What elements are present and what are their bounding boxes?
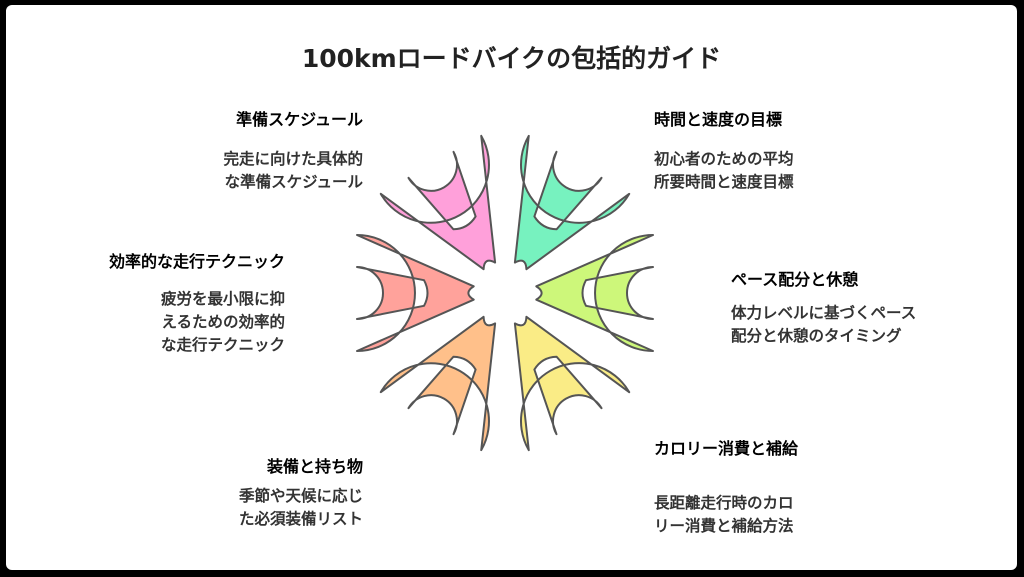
label-calorie-desc: 長距離走行時のカロ リー消費と補給方法 bbox=[654, 492, 794, 538]
label-goal-title: 時間と速度の目標 bbox=[654, 110, 783, 129]
page-title: 100kmロードバイクの包括的ガイド bbox=[301, 44, 722, 73]
calorie-desc-line-1: 長距離走行時のカロ bbox=[654, 494, 794, 512]
gear-desc-line-1: 季節や天候に応じ bbox=[238, 487, 363, 505]
label-pace-desc: 体力レベルに基づくペース 配分と休憩のタイミング bbox=[731, 302, 916, 348]
label-gear-desc: 季節や天候に応じ た必須装備リスト bbox=[239, 485, 363, 531]
diagram-card: 100kmロードバイクの包括的ガイド 準備スケジュール 完走に向けた具体的 な準… bbox=[6, 5, 1017, 570]
label-technique-desc: 疲労を最小限に抑 えるための効率的 な走行テクニック bbox=[161, 288, 285, 357]
prep-desc-line-1: 完走に向けた具体的 bbox=[223, 150, 363, 168]
pace-desc-line-1: 体力レベルに基づくペース bbox=[731, 304, 917, 322]
loop-goal bbox=[513, 134, 631, 271]
goal-desc-line-2: 所要時間と速度目標 bbox=[654, 173, 794, 191]
label-calorie-title: カロリー消費と補給 bbox=[654, 439, 799, 458]
loop-pace bbox=[535, 234, 654, 352]
gear-desc-line-2: た必須装備リスト bbox=[238, 510, 363, 528]
goal-desc-line-1: 初心者のための平均 bbox=[654, 150, 794, 168]
label-pace-title: ペース配分と休憩 bbox=[731, 270, 859, 289]
label-prep-desc: 完走に向けた具体的 な準備スケジュール bbox=[223, 148, 363, 194]
pace-desc-line-2: 配分と休憩のタイミング bbox=[731, 327, 902, 345]
technique-desc-line-1: 疲労を最小限に抑 bbox=[160, 290, 285, 308]
technique-desc-line-2: えるための効率的 bbox=[161, 313, 285, 331]
knot-diagram bbox=[356, 134, 654, 452]
loop-gear bbox=[379, 315, 497, 452]
label-technique-title: 効率的な走行テクニック bbox=[108, 252, 285, 271]
prep-desc-line-2: な準備スケジュール bbox=[224, 173, 363, 191]
label-prep-title: 準備スケジュール bbox=[236, 110, 363, 129]
loop-calorie bbox=[513, 315, 631, 452]
calorie-desc-line-2: リー消費と補給方法 bbox=[654, 517, 794, 535]
loop-prep bbox=[379, 134, 497, 271]
technique-desc-line-3: な走行テクニック bbox=[160, 336, 285, 354]
loop-technique bbox=[356, 234, 475, 352]
label-gear-title: 装備と持ち物 bbox=[266, 457, 363, 476]
label-goal-desc: 初心者のための平均 所要時間と速度目標 bbox=[654, 148, 794, 194]
